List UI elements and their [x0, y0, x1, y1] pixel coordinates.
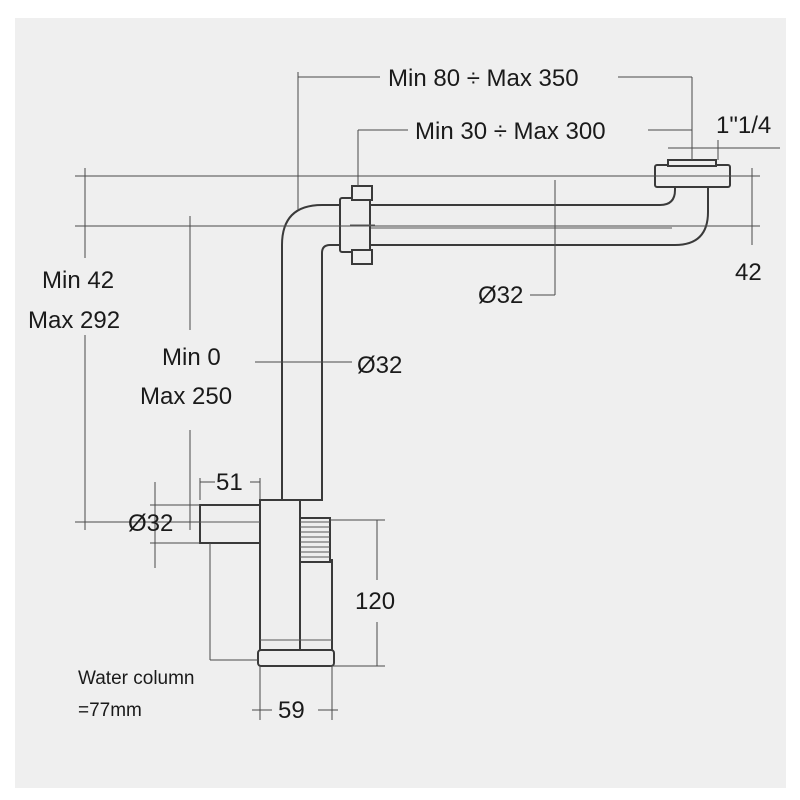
water-column-value: =77mm [78, 700, 142, 721]
compression-nut-bottom [351, 249, 373, 265]
thread-size-label: 1"1/4 [716, 112, 771, 139]
body-height-label: 120 [355, 588, 395, 615]
thread-body [299, 517, 331, 563]
water-column-label: Water column [78, 668, 195, 689]
outlet-length-label: 51 [216, 469, 243, 496]
bottle-cap [257, 649, 335, 667]
thread-connector-cap [667, 159, 717, 167]
horizontal-pipe-diameter-label: Ø32 [478, 282, 523, 309]
bottle-body-left [259, 499, 301, 656]
compression-nut-top [351, 185, 373, 201]
bottle-body-right [299, 559, 333, 656]
outlet-stub [199, 504, 261, 544]
height-max-label: Max 292 [28, 307, 120, 334]
vertical-pipe-diameter-label: Ø32 [357, 352, 402, 379]
dimension-lines [75, 72, 780, 720]
outlet-diameter-label: Ø32 [128, 510, 173, 537]
overall-length-label: Min 80 ÷ Max 350 [388, 65, 579, 92]
siphon-assembly [199, 159, 731, 667]
adjust-min-label: Min 0 [162, 344, 221, 371]
height-min-label: Min 42 [42, 267, 114, 294]
body-width-label: 59 [278, 697, 305, 724]
outlet-offset-label: 42 [735, 259, 762, 286]
background-panel [15, 18, 786, 788]
threaded-section [299, 517, 331, 563]
arm-length-label: Min 30 ÷ Max 300 [415, 118, 606, 145]
adjust-max-label: Max 250 [140, 383, 232, 410]
